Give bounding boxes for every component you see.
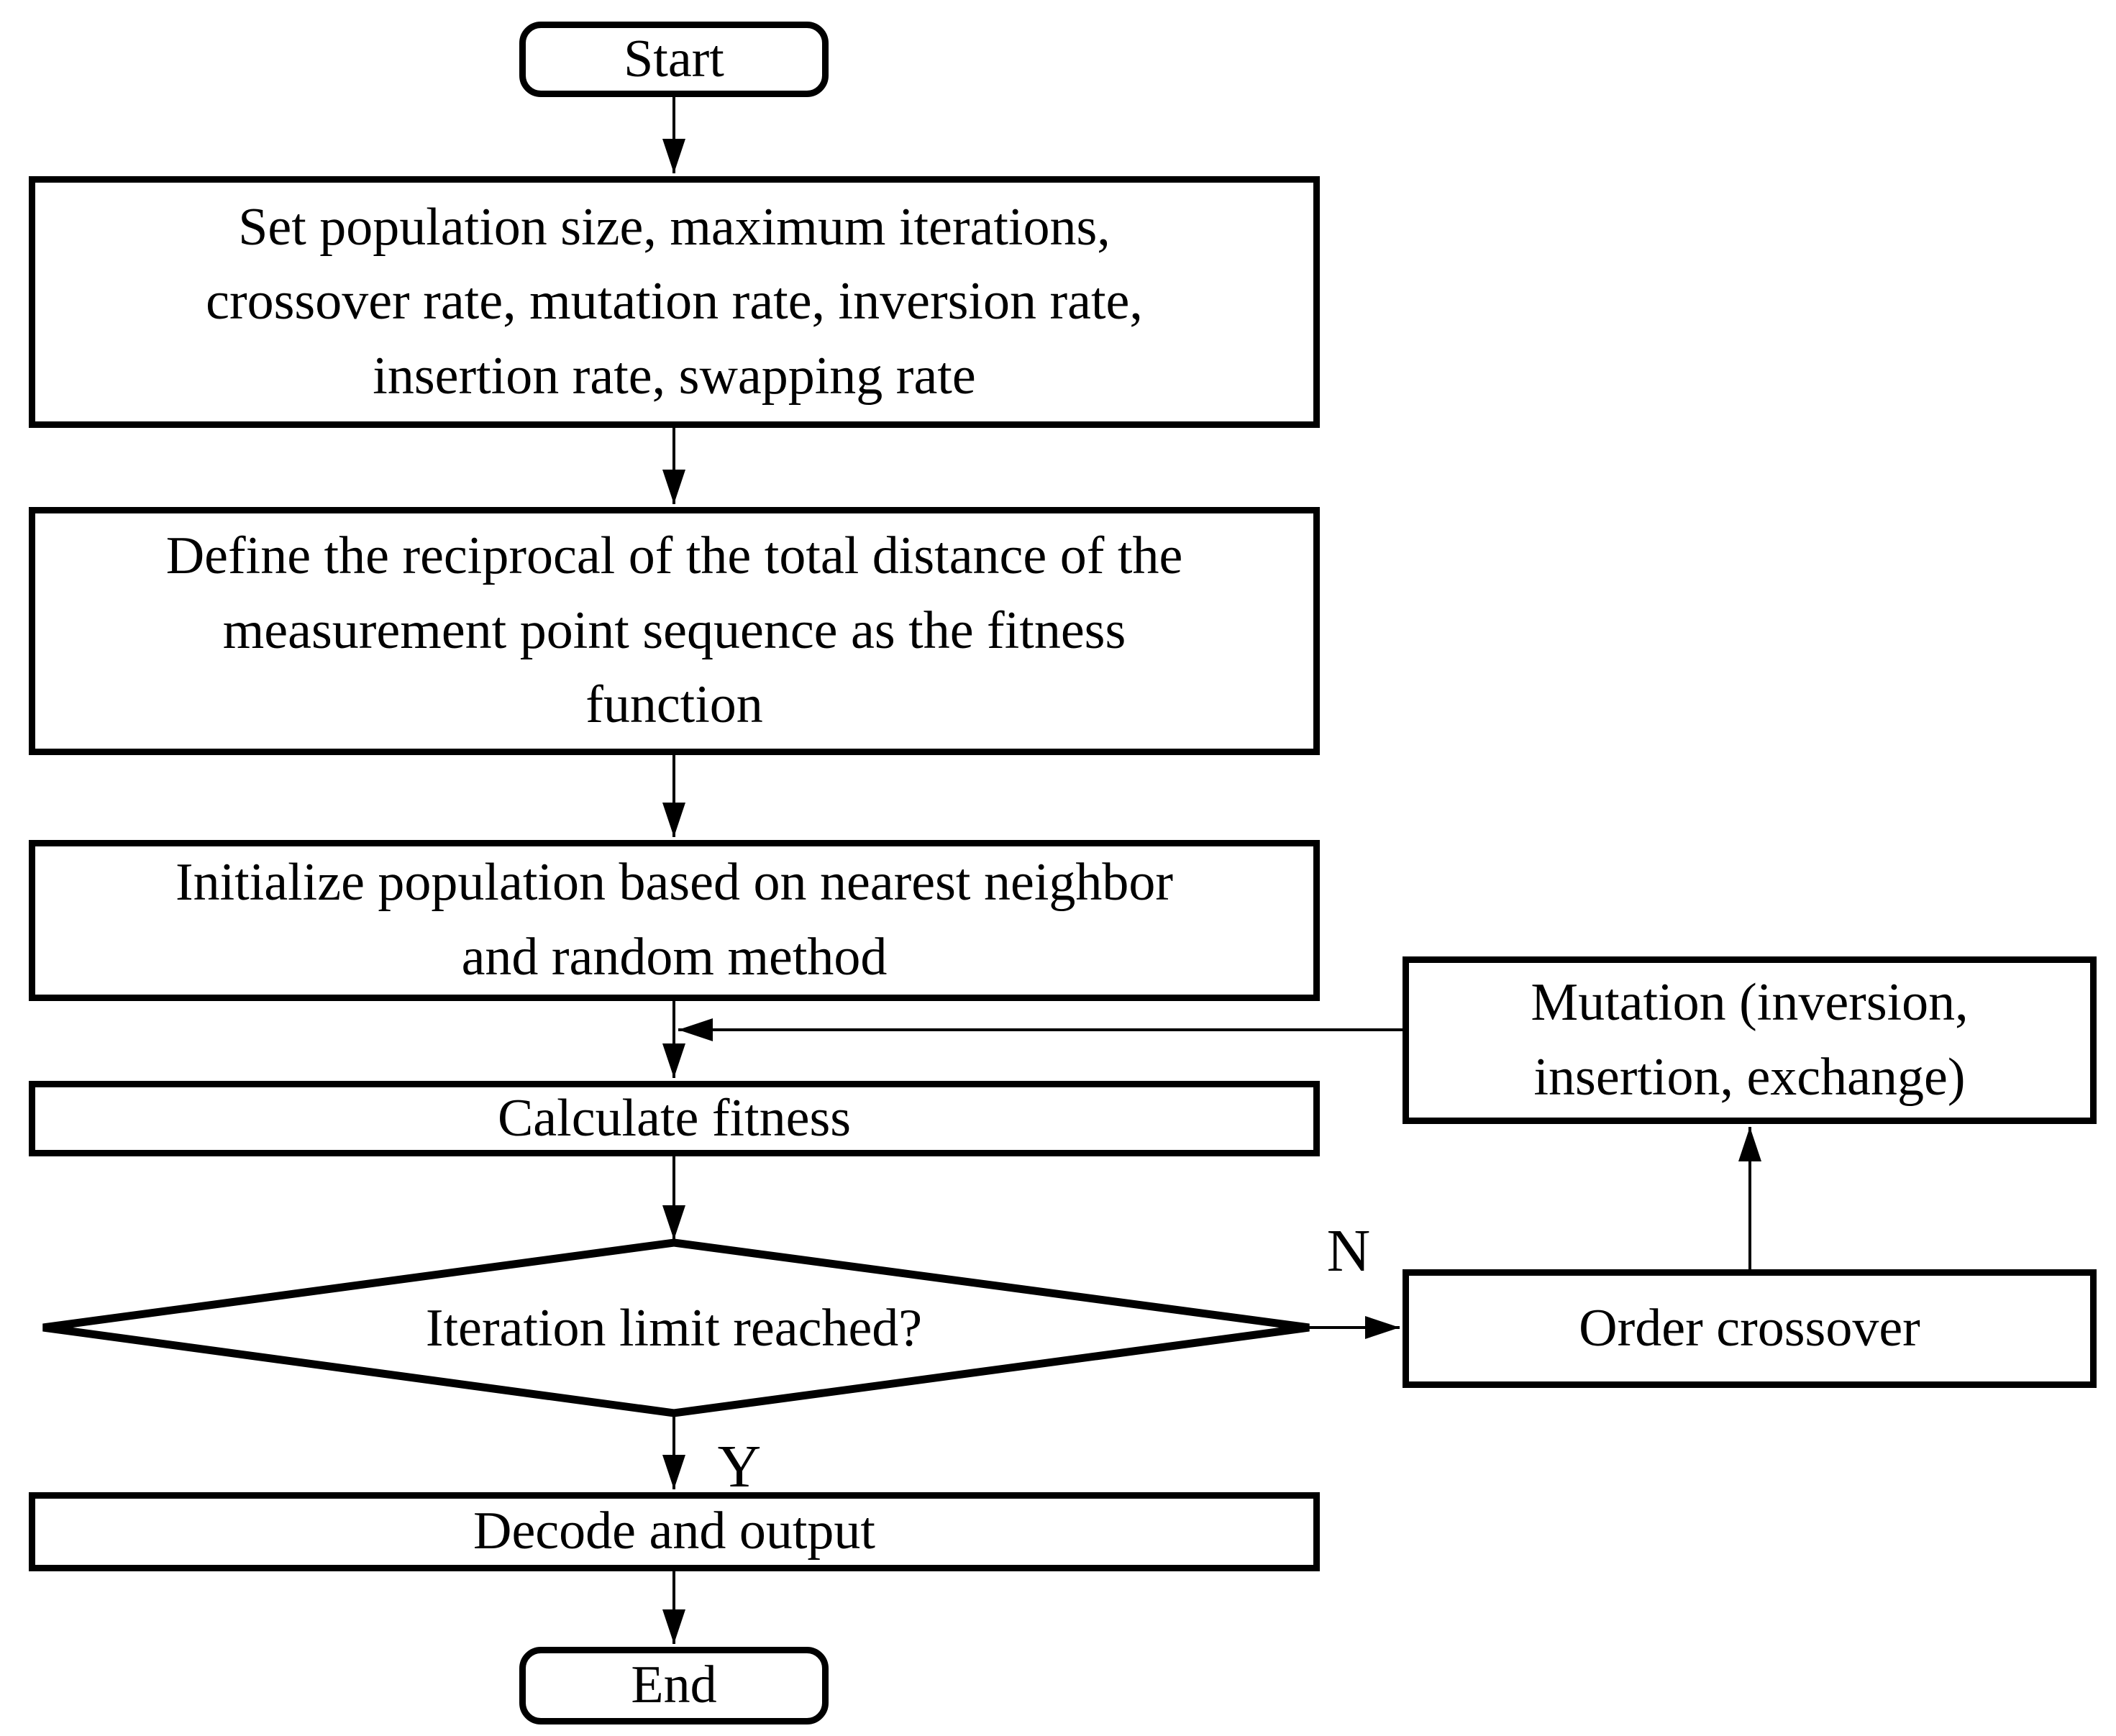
node-order-crossover-label: Order crossover — [1579, 1298, 1920, 1358]
node-start-label: Start — [624, 29, 724, 88]
edge-label-no-text: N — [1326, 1218, 1371, 1284]
node-initialize-population: Initialize population based on nearest n… — [29, 840, 1320, 1001]
node-end: End — [519, 1647, 829, 1724]
node-set-parameters-label: Set population size, maximum iterations,… — [206, 197, 1143, 406]
edge-label-no: N — [1305, 1210, 1392, 1292]
node-calculate-fitness: Calculate fitness — [29, 1081, 1320, 1156]
node-define-fitness-label: Define the reciprocal of the total dista… — [165, 526, 1183, 735]
node-mutation: Mutation (inversion, insertion, exchange… — [1403, 956, 2097, 1124]
node-mutation-label: Mutation (inversion, insertion, exchange… — [1531, 972, 1969, 1107]
edge-label-yes-text: Y — [717, 1433, 762, 1500]
node-order-crossover: Order crossover — [1403, 1269, 2097, 1388]
node-define-fitness: Define the reciprocal of the total dista… — [29, 507, 1320, 755]
node-start: Start — [519, 22, 829, 97]
node-decode-output-label: Decode and output — [473, 1502, 875, 1561]
node-set-parameters: Set population size, maximum iterations,… — [29, 176, 1320, 428]
node-decode-output: Decode and output — [29, 1492, 1320, 1571]
node-initialize-population-label: Initialize population based on nearest n… — [175, 853, 1174, 987]
node-calculate-fitness-label: Calculate fitness — [497, 1088, 852, 1148]
node-iteration-check-label: Iteration limit reached? — [425, 1299, 923, 1358]
node-end-label: End — [631, 1655, 717, 1715]
node-iteration-check: Iteration limit reached? — [180, 1273, 1168, 1384]
edge-label-yes: Y — [696, 1425, 783, 1508]
